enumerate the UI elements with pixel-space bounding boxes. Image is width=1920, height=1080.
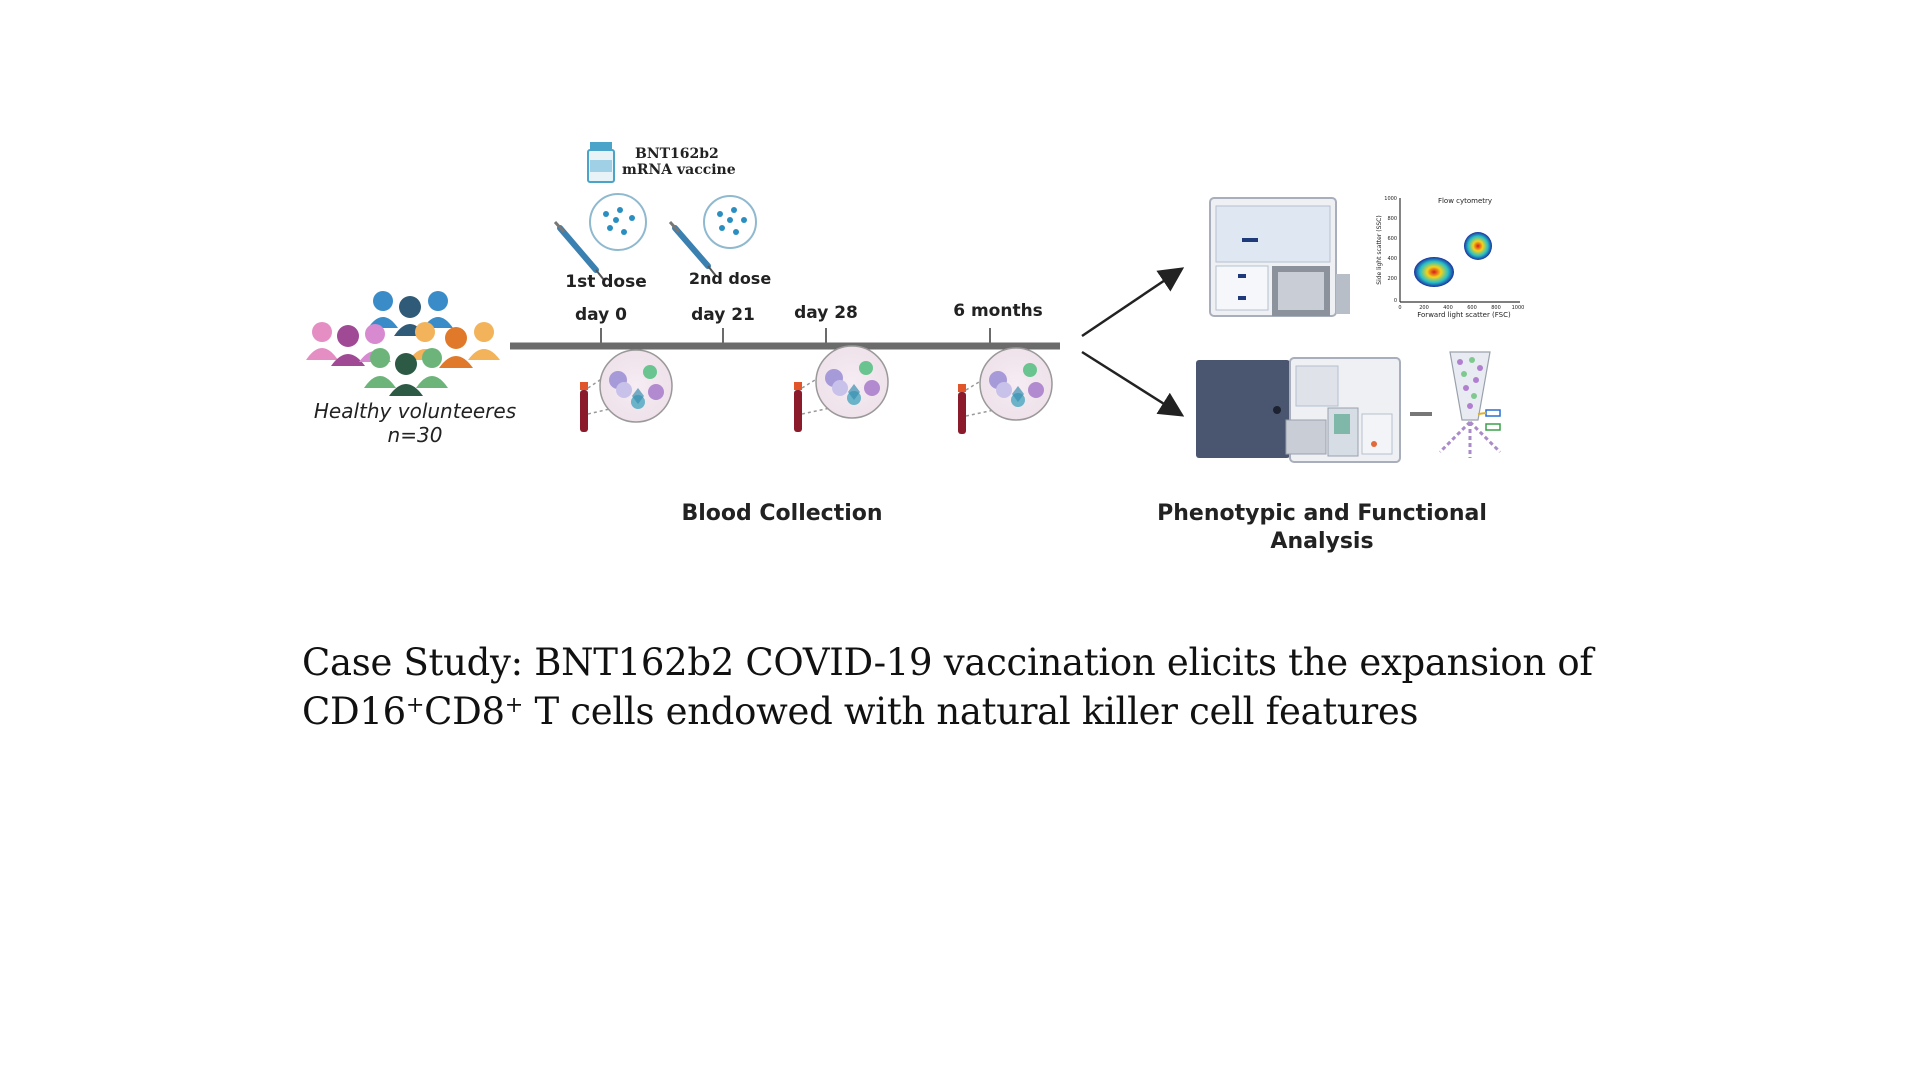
plot-x-tick-800: 800 bbox=[1491, 305, 1501, 311]
plot-y-tick-800: 800 bbox=[1387, 216, 1397, 222]
caption-rest: T cells endowed with natural killer cell… bbox=[523, 690, 1419, 733]
second-dose-label: 2nd dose bbox=[689, 269, 772, 288]
arrow-to-flow-cytometry bbox=[1081, 267, 1185, 338]
granulocyte-population bbox=[1464, 232, 1492, 260]
cell-sorting-stream-icon bbox=[1410, 351, 1502, 458]
plot-y-tick-0: 0 bbox=[1394, 298, 1397, 304]
analysis-label-line2: Analysis bbox=[1270, 529, 1373, 554]
caption-cd16-plus: + bbox=[405, 691, 425, 718]
plot-x-tick-400: 400 bbox=[1443, 305, 1453, 311]
plot-y-tick-400: 400 bbox=[1387, 256, 1397, 262]
plot-y-tick-600: 600 bbox=[1387, 236, 1397, 242]
caption-cd16: CD16 bbox=[302, 690, 406, 733]
blood-sample-6months bbox=[958, 347, 1053, 434]
case-study-caption: Case Study: BNT162b2 COVID-19 vaccinatio… bbox=[302, 638, 1602, 736]
flow-cytometry-plot bbox=[1399, 198, 1520, 303]
6months-label: 6 months bbox=[953, 301, 1043, 321]
healthy-volunteers-people-icon bbox=[306, 291, 500, 396]
cohort-size: n=30 bbox=[388, 423, 443, 447]
syringe-icon-second-dose bbox=[668, 220, 717, 277]
vaccine-type: mRNA vaccine bbox=[622, 162, 736, 178]
blood-sample-day0 bbox=[580, 349, 673, 432]
syringe-icon-first-dose bbox=[553, 220, 605, 281]
plot-y-label: Side light scatter (SSC) bbox=[1376, 215, 1383, 284]
plot-y-tick-1000: 1000 bbox=[1384, 196, 1397, 202]
vaccine-name: BNT162b2 bbox=[635, 146, 719, 162]
caption-cd8: CD8 bbox=[424, 690, 505, 733]
plot-title: Flow cytometry bbox=[1438, 197, 1492, 205]
vaccine-vial-icon bbox=[587, 142, 615, 183]
cell-sorter-icon bbox=[1196, 357, 1401, 463]
caption-line1: Case Study: BNT162b2 COVID-19 vaccinatio… bbox=[302, 641, 1593, 684]
plot-x-tick-1000: 1000 bbox=[1512, 305, 1525, 311]
plot-x-tick-600: 600 bbox=[1467, 305, 1477, 311]
lymphocyte-population bbox=[1414, 257, 1454, 287]
day21-label: day 21 bbox=[691, 305, 755, 325]
plot-y-tick-200: 200 bbox=[1387, 276, 1397, 282]
cohort-label: Healthy volunteeres bbox=[314, 399, 516, 423]
plot-x-tick-0: 0 bbox=[1398, 305, 1401, 311]
blood-sample-day28 bbox=[794, 345, 889, 432]
blood-collection-label: Blood Collection bbox=[681, 501, 882, 526]
caption-line2: CD16+CD8+ T cells endowed with natural k… bbox=[302, 687, 1602, 736]
caption-cd8-plus: + bbox=[504, 691, 524, 718]
flow-cytometer-icon bbox=[1209, 197, 1350, 317]
day28-label: day 28 bbox=[794, 303, 858, 323]
vaccine-particles-bubble-second bbox=[703, 195, 757, 249]
plot-x-label: Forward light scatter (FSC) bbox=[1417, 311, 1511, 319]
plot-x-tick-200: 200 bbox=[1419, 305, 1429, 311]
day0-label: day 0 bbox=[575, 305, 627, 325]
vaccine-particles-bubble-first bbox=[589, 193, 647, 251]
arrow-to-cell-sorter bbox=[1081, 350, 1185, 417]
analysis-label-line1: Phenotypic and Functional bbox=[1157, 501, 1487, 526]
first-dose-label: 1st dose bbox=[565, 272, 647, 292]
